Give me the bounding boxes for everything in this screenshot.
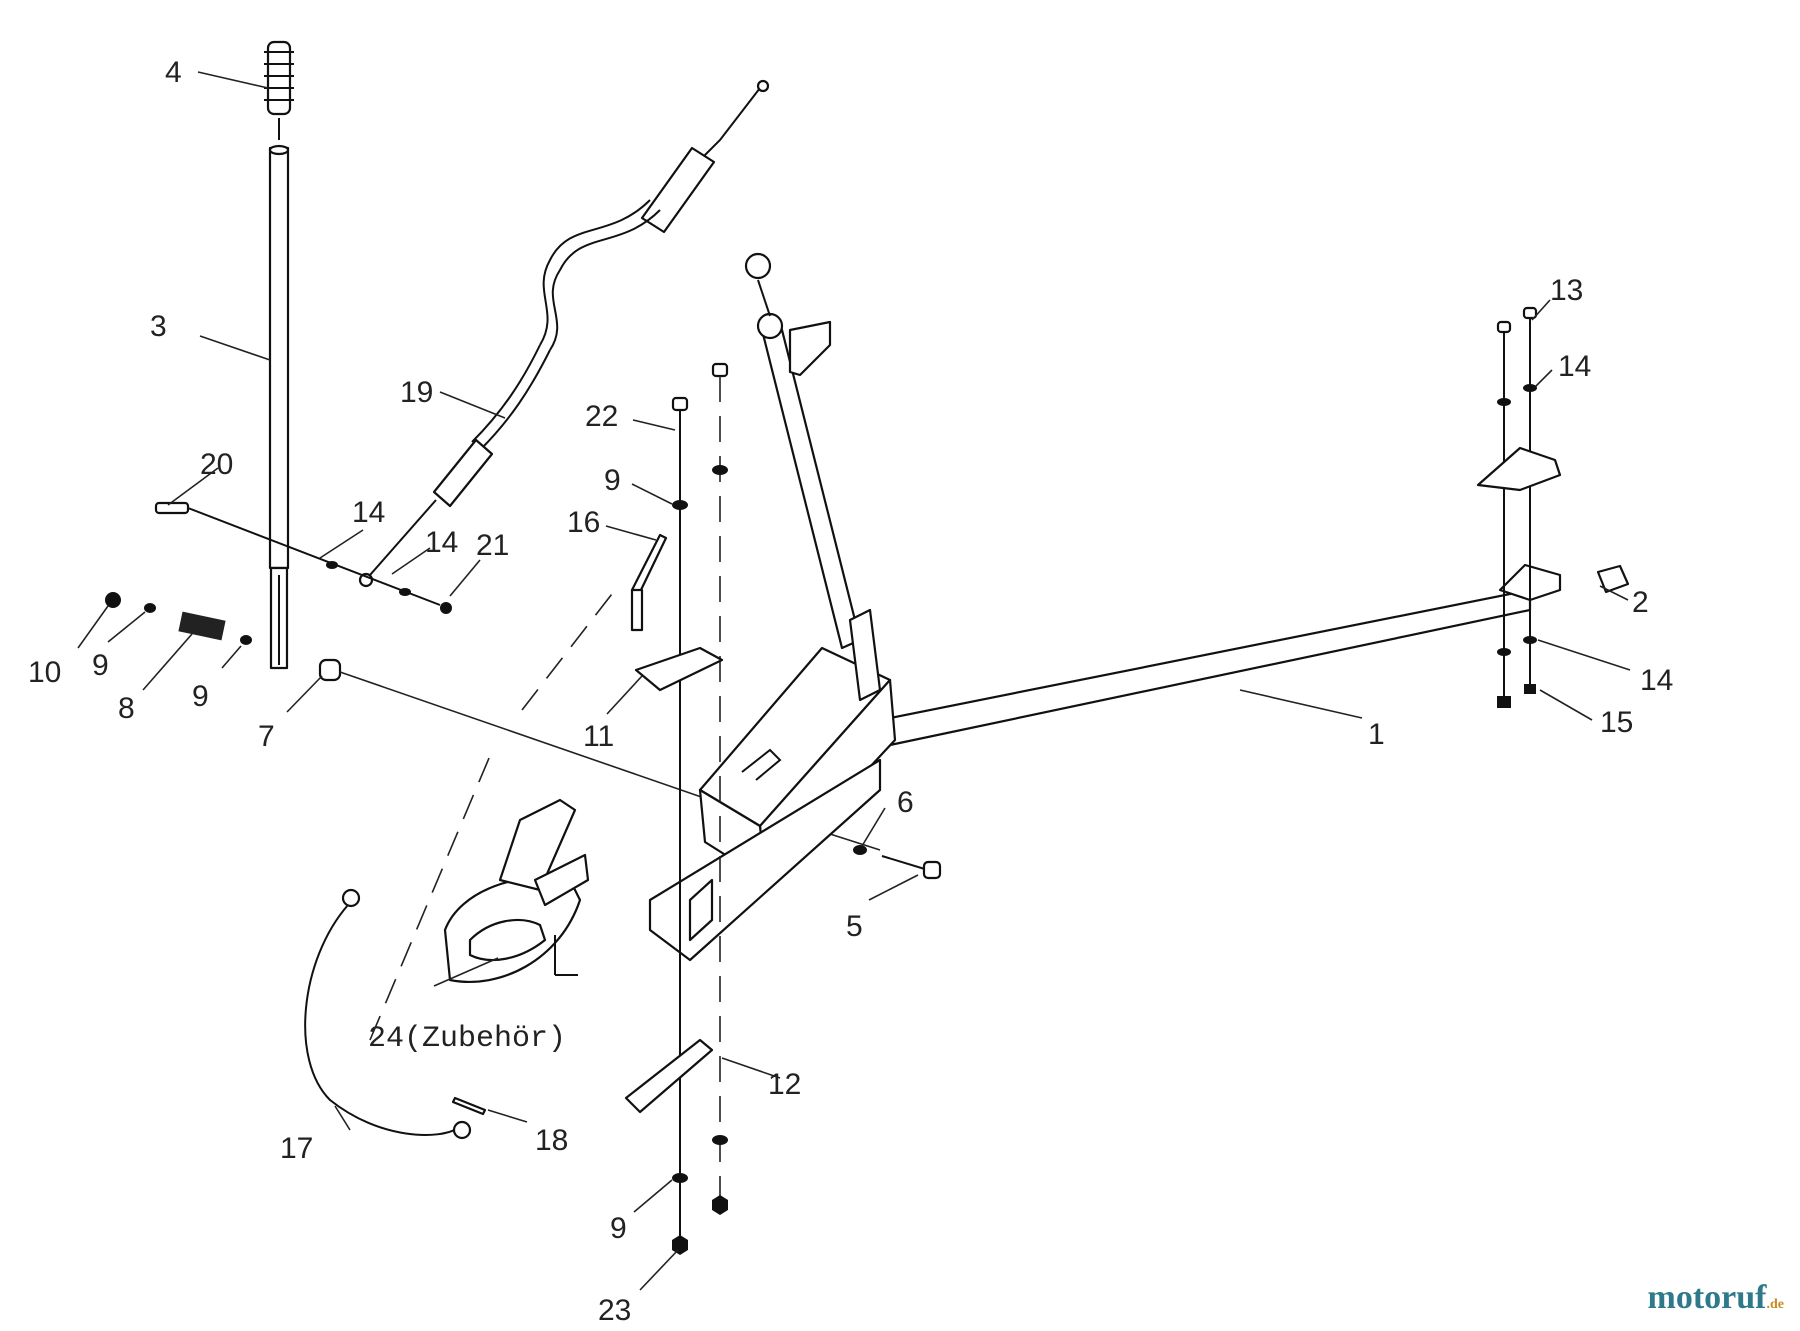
label-23: 23	[598, 1294, 631, 1327]
label-7: 7	[258, 720, 275, 753]
part-18-clip	[451, 1096, 487, 1116]
label-8: 8	[118, 692, 135, 725]
part-4-grip	[264, 40, 294, 116]
label-19: 19	[400, 376, 433, 409]
label-14-c: 14	[1558, 350, 1591, 383]
part-13-right-fasteners	[1476, 306, 1562, 708]
part-22-vertical-bolts	[624, 362, 729, 1255]
label-14-d: 14	[1640, 664, 1673, 697]
label-24: 24(Zubehör)	[368, 1022, 566, 1056]
label-12: 12	[768, 1068, 801, 1101]
label-14-a: 14	[352, 496, 385, 529]
watermark-suffix: .de	[1766, 1297, 1785, 1312]
label-17: 17	[280, 1132, 313, 1165]
label-21: 21	[476, 529, 509, 562]
part-19-cable	[358, 79, 770, 588]
label-22: 22	[585, 400, 618, 433]
part-labels: 4 3 19 20 14 14 21 22 9 16 10 9 8 9 7 11…	[28, 56, 1673, 1327]
label-10: 10	[28, 656, 61, 689]
label-20: 20	[200, 448, 233, 481]
brand-watermark: motoruf.de	[1648, 1279, 1784, 1317]
label-1: 1	[1368, 718, 1385, 751]
label-9-d: 9	[610, 1212, 627, 1245]
part-3-handle-rod	[268, 144, 290, 670]
label-6: 6	[897, 786, 914, 819]
leader-lines	[77, 71, 1631, 1291]
part-5-bolt	[853, 845, 942, 880]
label-15: 15	[1600, 706, 1633, 739]
part-2-end-cap	[1596, 564, 1630, 594]
part-8-spring-assembly	[105, 592, 342, 682]
part-16-lock-pin	[630, 533, 668, 632]
part-17-safety-cable	[304, 888, 472, 1140]
label-9-a: 9	[604, 464, 621, 497]
label-4: 4	[165, 56, 182, 89]
label-13: 13	[1550, 274, 1583, 307]
label-14-b: 14	[425, 526, 458, 559]
part-1-frame	[648, 252, 1562, 962]
label-16: 16	[567, 506, 600, 539]
label-18: 18	[535, 1124, 568, 1157]
label-2: 2	[1632, 586, 1649, 619]
watermark-text: motoruf	[1647, 1279, 1767, 1316]
label-5: 5	[846, 910, 863, 943]
label-9-c: 9	[192, 680, 209, 713]
label-11: 11	[583, 720, 614, 753]
label-9-b: 9	[92, 649, 109, 682]
label-3: 3	[150, 310, 167, 343]
part-20-pin-assembly	[154, 501, 452, 614]
part-24-coupling	[443, 798, 590, 983]
